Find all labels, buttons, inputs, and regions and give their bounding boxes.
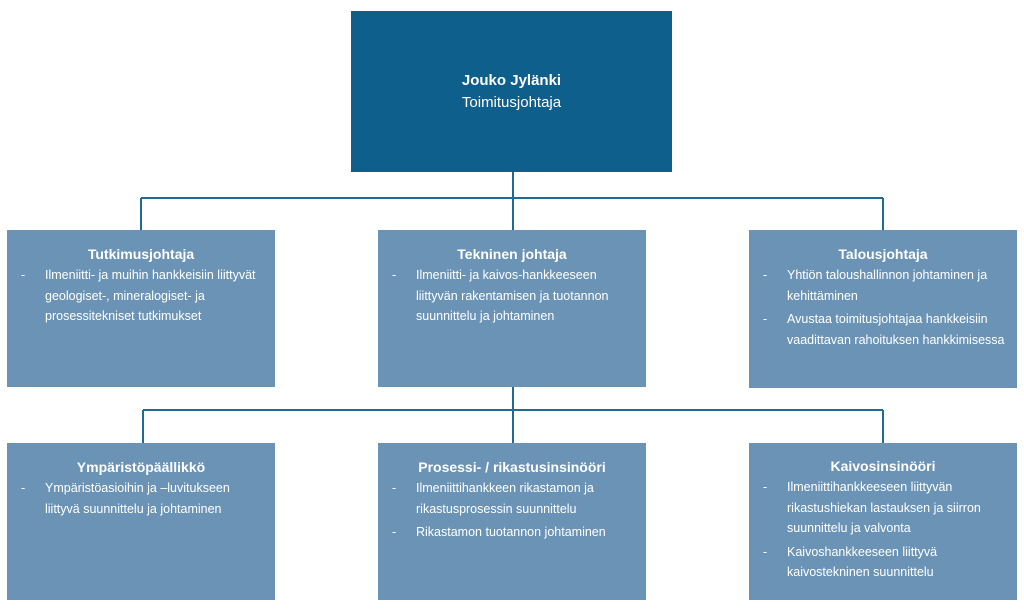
responsibility-list: Ympäristöasioihin ja –luvitukseen liitty… — [17, 478, 265, 519]
ceo-role: Toimitusjohtaja — [461, 93, 562, 111]
responsibility-item: Rikastamon tuotannon johtaminen — [388, 522, 636, 543]
node-title: Tekninen johtaja — [457, 246, 567, 262]
responsibility-list: Ilmeniittihankkeen rikastamon ja rikastu… — [388, 478, 636, 543]
responsibility-item: Yhtiön taloushallinnon johtaminen ja keh… — [759, 265, 1007, 306]
responsibility-item: Ilmeniittihankkeen rikastamon ja rikastu… — [388, 478, 636, 519]
responsibility-list: Ilmeniitti- ja muihin hankkeisiin liitty… — [17, 265, 265, 327]
node-title: Talousjohtaja — [838, 246, 928, 262]
node-research-director: Tutkimusjohtaja Ilmeniitti- ja muihin ha… — [7, 230, 275, 387]
node-finance-director: Talousjohtaja Yhtiön taloushallinnon joh… — [749, 230, 1017, 388]
node-technical-director: Tekninen johtaja Ilmeniitti- ja kaivos-h… — [378, 230, 646, 387]
ceo-box: Jouko Jylänki Toimitusjohtaja — [351, 11, 672, 172]
node-title: Ympäristöpäällikkö — [76, 459, 206, 475]
node-environmental-manager: Ympäristöpäällikkö Ympäristöasioihin ja … — [7, 443, 275, 600]
node-title: Prosessi- / rikastusinsinööri — [418, 459, 606, 475]
node-process-engineer: Prosessi- / rikastusinsinööri Ilmeniitti… — [378, 443, 646, 600]
ceo-name: Jouko Jylänki — [461, 71, 562, 89]
responsibility-item: Ilmeniittihankkeeseen liittyvän rikastus… — [759, 477, 1007, 539]
responsibility-item: Avustaa toimitusjohtajaa hankkeisiin vaa… — [759, 309, 1007, 350]
responsibility-item: Ilmeniitti- ja muihin hankkeisiin liitty… — [17, 265, 265, 327]
node-title: Tutkimusjohtaja — [87, 246, 195, 262]
responsibility-list: Yhtiön taloushallinnon johtaminen ja keh… — [759, 265, 1007, 350]
responsibility-list: Ilmeniitti- ja kaivos-hankkeeseen liitty… — [388, 265, 636, 327]
node-mining-engineer: Kaivosinsinööri Ilmeniittihankkeeseen li… — [749, 443, 1017, 600]
node-title: Kaivosinsinööri — [830, 458, 936, 474]
responsibility-list: Ilmeniittihankkeeseen liittyvän rikastus… — [759, 477, 1007, 583]
responsibility-item: Ympäristöasioihin ja –luvitukseen liitty… — [17, 478, 265, 519]
responsibility-item: Ilmeniitti- ja kaivos-hankkeeseen liitty… — [388, 265, 636, 327]
responsibility-item: Kaivoshankkeeseen liittyvä kaivosteknine… — [759, 542, 1007, 583]
